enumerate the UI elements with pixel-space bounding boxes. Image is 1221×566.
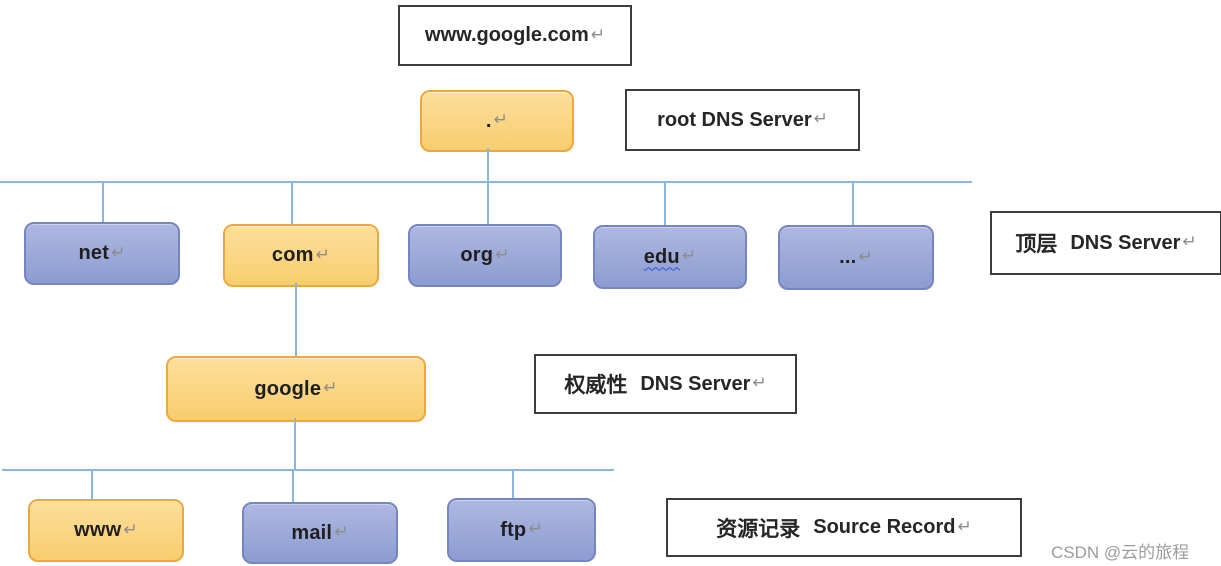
connector-com-to-google — [295, 283, 297, 356]
node-label: org — [460, 244, 494, 266]
connector-bus-to-mail — [292, 471, 294, 505]
connector-bus-to-edu — [664, 183, 666, 226]
node-ftp: ftp↵ — [447, 498, 596, 562]
node-org: org↵ — [408, 224, 562, 287]
caption-text-zh: 权威性 — [564, 374, 628, 397]
node-com: com↵ — [223, 224, 379, 287]
return-mark-icon: ↵ — [315, 244, 331, 264]
caption-text-en: DNS Server — [1070, 231, 1181, 254]
connector-bus-to-net — [102, 183, 104, 223]
node-www: www↵ — [28, 499, 184, 562]
node-label: com — [271, 244, 314, 266]
caption-root-dns-server: root DNS Server↵ — [625, 89, 860, 151]
return-mark-icon: ↵ — [493, 110, 509, 129]
caption-text: root DNS Server — [657, 108, 812, 131]
return-mark-icon: ↵ — [528, 519, 543, 538]
return-mark-icon: ↵ — [1182, 232, 1197, 251]
node-label: www — [74, 519, 122, 541]
connector-bus-to-ftp — [512, 471, 514, 499]
node-label: ftp — [500, 518, 527, 541]
connector-bus-to-dots — [852, 183, 854, 226]
caption-text-zh: 资源记录 — [716, 517, 801, 541]
return-mark-icon: ↵ — [111, 242, 126, 262]
caption-text-zh: 顶层 — [1015, 233, 1058, 256]
return-mark-icon: ↵ — [590, 24, 605, 44]
connector-bus-to-com — [291, 183, 293, 226]
query-domain-text: www.google.com — [425, 24, 589, 46]
return-mark-icon: ↵ — [957, 516, 972, 536]
node-google: google↵ — [166, 356, 426, 422]
node-label: ... — [839, 246, 857, 268]
node-label: net — [78, 242, 110, 264]
return-mark-icon: ↵ — [858, 246, 873, 266]
connector-bus-to-www — [91, 471, 93, 500]
return-mark-icon: ↵ — [495, 244, 510, 264]
query-domain-box: www.google.com↵ — [398, 5, 632, 66]
return-mark-icon: ↵ — [323, 378, 338, 397]
return-mark-icon: ↵ — [334, 522, 349, 541]
connector-google-to-bus — [294, 418, 296, 470]
csdn-watermark: CSDN @云的旅程 — [1051, 543, 1190, 562]
node-root-dot: .↵ — [420, 90, 574, 152]
node-net: net↵ — [24, 222, 180, 285]
return-mark-icon: ↵ — [813, 109, 828, 128]
return-mark-icon: ↵ — [752, 373, 767, 392]
node-edu: edu↵ — [593, 225, 747, 289]
node-label: . — [485, 109, 492, 132]
node-label: mail — [291, 521, 333, 544]
return-mark-icon: ↵ — [123, 519, 138, 539]
caption-top-level-dns-server: 顶层 DNS Server↵ — [990, 211, 1221, 275]
node-ellipsis: ...↵ — [778, 225, 934, 290]
caption-text-en: DNS Server — [640, 372, 751, 395]
caption-text-en: Source Record — [813, 516, 956, 538]
record-bus-line — [2, 469, 614, 471]
connector-bus-to-org — [487, 183, 489, 228]
connector-root-to-bus — [487, 148, 489, 182]
tld-bus-line — [0, 181, 972, 183]
caption-authoritative-dns-server: 权威性 DNS Server↵ — [534, 354, 797, 414]
caption-source-record: 资源记录 Source Record↵ — [666, 498, 1022, 557]
node-label: google — [254, 377, 322, 400]
node-mail: mail↵ — [242, 502, 398, 564]
return-mark-icon: ↵ — [681, 246, 697, 265]
node-label: edu — [643, 245, 680, 268]
